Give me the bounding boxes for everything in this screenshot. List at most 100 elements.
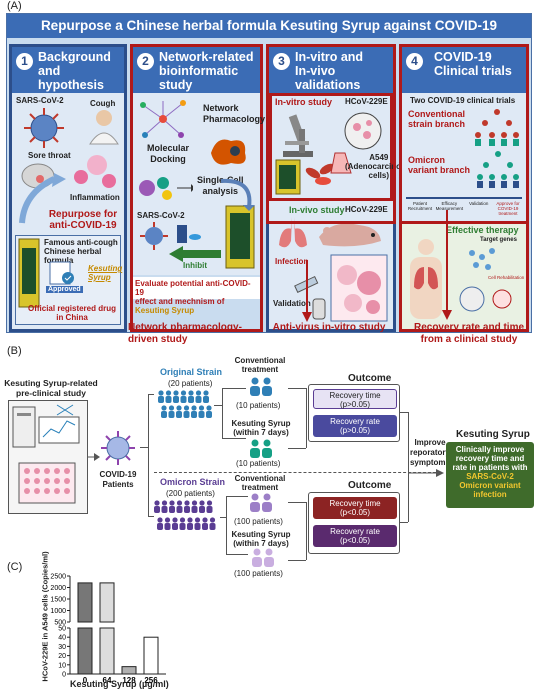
omi-split-bottom <box>226 554 248 555</box>
target-genes-label: Target genes <box>480 237 517 243</box>
bar <box>143 636 159 675</box>
tube-icon <box>312 298 326 320</box>
result-yellow-line1: SARS-CoV-2 <box>466 472 514 481</box>
column-1-title-line1: Background <box>38 50 111 64</box>
omi-recovery-rate-box: Recovery rate (p<0.05) <box>313 525 397 547</box>
timeline: Patient Recruitment Efficacy Measurement… <box>406 193 522 216</box>
panel-a-label: (A) <box>7 0 22 12</box>
orig-conv-label: Conventional treatment <box>232 356 288 374</box>
y-tick-label: 500 <box>54 620 66 627</box>
result-line3: rate in patients with <box>452 463 528 472</box>
person-icon <box>187 517 193 530</box>
person-icon <box>169 500 175 513</box>
orig-to-outcome-top <box>288 388 306 389</box>
evaluate-line2: effect and mechnism of Kesuting Syrup <box>135 297 258 315</box>
orig-outcome-title: Outcome <box>348 373 392 384</box>
preclinical-illustration <box>8 400 88 514</box>
y-tick-label: 1000 <box>50 608 66 615</box>
orig-split-h <box>214 405 222 406</box>
a549-line2: (Adenocarcinoma <box>345 162 413 171</box>
person-icon <box>203 390 209 403</box>
result-box: Clinically improve recovery time and rat… <box>446 442 534 508</box>
strain-separator <box>154 472 436 473</box>
omicron-strain-count: (200 patients) <box>166 489 215 498</box>
person-icon <box>191 500 198 513</box>
evaluate-line2-text: effect and mechnism of <box>135 297 225 306</box>
y-tick-label: 50 <box>58 626 66 633</box>
timeline-line <box>406 197 522 199</box>
inhibit-label: Inhibit <box>183 261 207 270</box>
evaluate-syrup-text: Kesuting Syrup <box>135 306 195 315</box>
sore-throat-label: Sore throat <box>28 151 71 160</box>
outcome-join-v <box>408 412 409 522</box>
sc-line2: analysis <box>202 186 239 196</box>
famous-line1: Famous anti-cough <box>44 238 118 247</box>
human-lungs-icon <box>410 239 442 319</box>
orig-rate-line2: (p>0.05) <box>339 426 371 435</box>
approved-document-icon <box>49 261 74 285</box>
omi-branch-line1: Omicron <box>408 155 446 165</box>
molecular-docking-label: Molecular Docking <box>147 143 189 165</box>
step-2-badge: 2 <box>137 53 154 70</box>
omi-outcome-box: Recovery time (p<0.05) Recovery rate (p<… <box>308 492 400 554</box>
y-tick-label: 1500 <box>50 597 66 604</box>
person-icon <box>161 500 168 513</box>
lungs-icon <box>279 217 307 248</box>
in-vivo-label: In-vivo study <box>289 205 345 215</box>
omi-branch-line2: variant branch <box>408 165 471 175</box>
flask-icon <box>330 152 352 174</box>
column-3-illustration: In-vitro study HCoV-229E A549 (Adenocarc… <box>269 93 413 329</box>
omi-split-top <box>226 496 248 497</box>
orig-time-line2: (p>0.05) <box>339 400 371 409</box>
inflammation-cells-icon <box>74 155 116 188</box>
timeline-step-4: Approve for COVID-19 treatment <box>496 201 520 216</box>
people-tree-icon-1 <box>475 109 519 146</box>
y-tick-label: 0 <box>62 672 66 679</box>
person-icon <box>158 390 164 403</box>
syrup-box-icon <box>18 238 40 308</box>
bar-lower <box>77 627 93 675</box>
caption-recovery-study: Recovery rate and time from a clinical s… <box>404 322 534 346</box>
covid-patients-line1: COVID-19 <box>99 470 137 479</box>
hcov-label-1: HCoV-229E <box>345 97 388 106</box>
orig-split-bottom <box>222 438 246 439</box>
omi-recovery-time-box: Recovery time (p<0.05) <box>313 497 397 519</box>
orig-kes-line2: (within 7 days) <box>233 428 289 437</box>
omi-kesuting-label: Kesuting Syrup (within 7 days) <box>230 530 292 548</box>
omicron-strain-label: Omicron Strain <box>160 477 226 487</box>
evaluate-text: Evaluate potential anti-COVID-19 effect … <box>133 277 260 315</box>
y-tick-label: 10 <box>58 662 66 669</box>
md-line1: Molecular <box>147 143 190 153</box>
x-tick-label: 64 <box>103 676 112 685</box>
person-icon <box>172 517 178 530</box>
orig-time-line1: Recovery time <box>329 391 381 400</box>
preclinical-title: Kesuting Syrup-related pre-clinical stud… <box>4 378 98 398</box>
panel-a: Repurpose a Chinese herbal formula Kesut… <box>6 13 532 333</box>
caption-network-line1: Network pharmacology- <box>128 322 242 333</box>
official-line1: Official registered drug <box>27 304 117 313</box>
panel-a-banner: Repurpose a Chinese herbal formula Kesut… <box>7 14 531 38</box>
x-tick-label: 0 <box>83 676 88 685</box>
branch-to-omicron <box>148 516 154 517</box>
omi-kes-line2: (within 7 days) <box>233 539 289 548</box>
omicron-branch-label: Omicron variant branch <box>408 155 470 175</box>
arrow-to-recovery-caption <box>442 210 452 320</box>
column-2-title-line1: Network-related <box>159 50 254 64</box>
outcome-join-top <box>400 412 408 413</box>
caption-recovery-line1: Recovery rate and time <box>413 322 525 333</box>
column-3-header: 3 In-vitro and In-vivo validations <box>269 47 393 93</box>
omi-outcome-title: Outcome <box>348 480 392 491</box>
timeline-step-1: Patient Recruitment <box>407 201 433 211</box>
bar-upper <box>77 582 93 623</box>
col2-sars-label: SARS-CoV-2 <box>137 211 185 220</box>
column-2-header: 2 Network-related bioinformatic study <box>133 47 260 93</box>
column-clinical: 4 COVID-19 Clinical trials Two COVID-19 … <box>399 44 529 332</box>
single-cell-label: Single-Cell analysis <box>197 175 244 197</box>
step-1-badge: 1 <box>16 53 33 70</box>
orig-recovery-rate-box: Recovery rate (p>0.05) <box>313 415 397 437</box>
bar-upper <box>99 582 115 623</box>
in-vitro-label: In-vitro study <box>275 97 333 107</box>
branch-line-h <box>140 447 148 448</box>
panel-b-label: (B) <box>7 345 22 357</box>
omi-kes-count: (100 patients) <box>234 569 283 578</box>
